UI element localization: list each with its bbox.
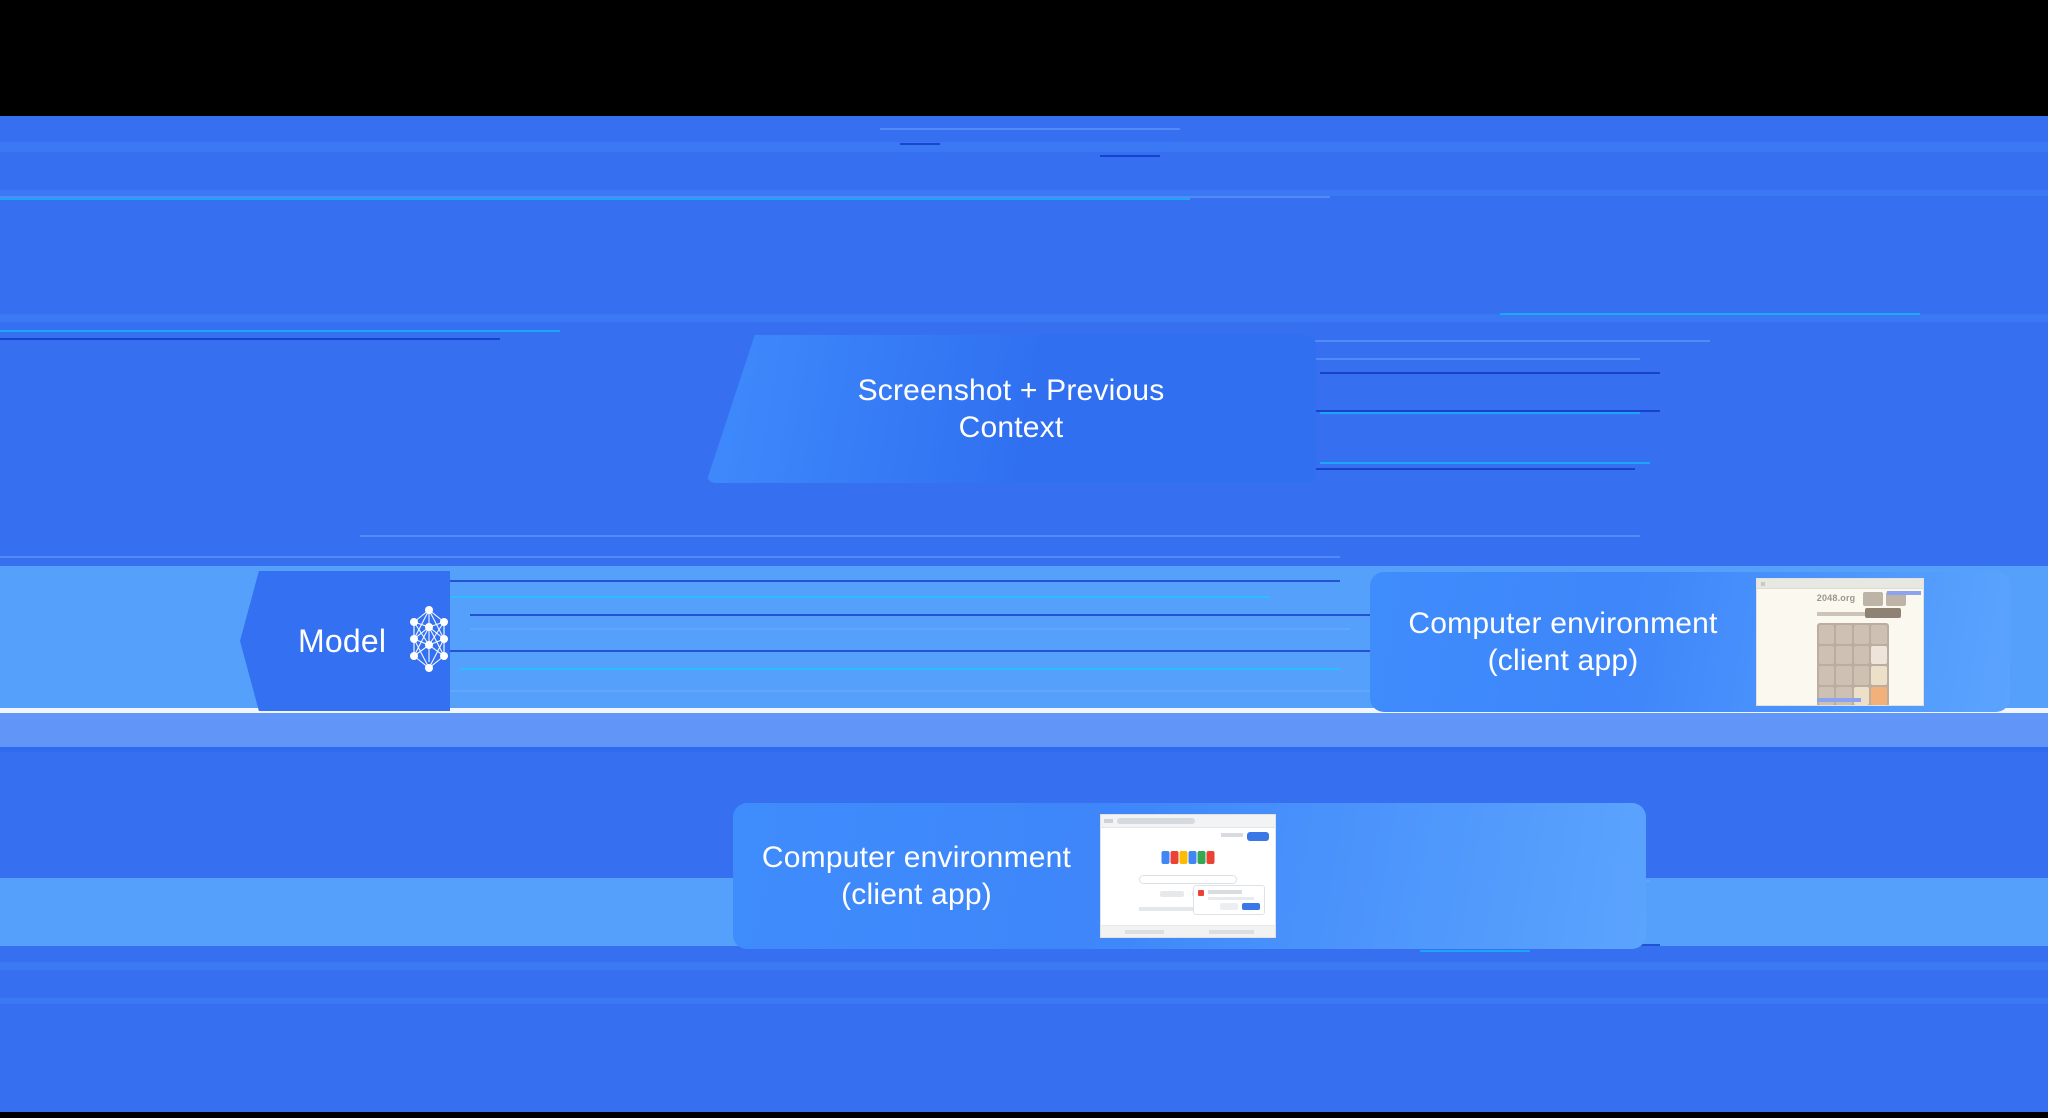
bg-band	[0, 190, 2048, 196]
scanline-artifact	[880, 128, 1180, 130]
screenshot-context-label: Screenshot + Previous Context	[857, 373, 1165, 445]
scanline-artifact	[900, 143, 940, 145]
scanline-artifact	[1300, 410, 1660, 412]
bg-band	[0, 998, 2048, 1004]
scanline-artifact	[0, 198, 1190, 200]
score-boxes	[1863, 592, 1907, 606]
ghost-label-input	[400, 305, 408, 336]
thumbnail-2048-game[interactable]: 2048.org	[1756, 578, 1924, 706]
bg-band	[0, 752, 2048, 766]
page-footer	[1101, 925, 1275, 937]
dialog-confirm-button[interactable]	[1242, 903, 1260, 910]
bg-band	[0, 142, 2048, 152]
scanline-artifact	[0, 338, 500, 340]
bg-band	[0, 116, 2048, 142]
scanline-artifact	[1255, 468, 1635, 470]
header-links	[1887, 591, 1921, 595]
sign-in-button[interactable]	[1247, 832, 1269, 841]
environment-card-top[interactable]: Computer environment (client app) 2048.o…	[1370, 572, 2010, 712]
scanline-artifact	[1420, 950, 1530, 952]
game-grid[interactable]	[1816, 623, 1889, 705]
scanline-artifact	[1500, 313, 1920, 315]
bg-band	[0, 152, 2048, 190]
scanline-artifact	[1320, 412, 1640, 414]
ghost-label-output	[1490, 305, 1498, 336]
bg-band	[0, 946, 2048, 962]
bg-band	[0, 1004, 2048, 1112]
scanline-artifact	[0, 556, 1340, 558]
model-node[interactable]: Model	[240, 571, 450, 711]
bottom-letterbox	[0, 1112, 2048, 1118]
environment-top-label: Computer environment (client app)	[1408, 606, 1718, 678]
scanline-artifact	[440, 596, 1270, 598]
dialog-card[interactable]	[1193, 885, 1265, 915]
ghost-label-bottom-left	[400, 925, 408, 956]
scanline-artifact	[440, 580, 1340, 582]
model-label: Model	[298, 622, 387, 659]
bg-band	[0, 314, 2048, 322]
scanline-artifact	[1310, 358, 1640, 360]
bg-band	[0, 713, 2048, 747]
bg-band	[0, 962, 2048, 970]
scanline-artifact	[470, 614, 1370, 616]
game-subtitle	[1816, 612, 1881, 616]
bg-band-white	[0, 708, 2048, 713]
neural-network-icon	[406, 605, 450, 678]
scanline-artifact	[1290, 340, 1710, 342]
browser-nav-buttons	[1104, 819, 1113, 823]
scanline-artifact	[1320, 462, 1650, 464]
dialog-cancel-button[interactable]	[1220, 903, 1238, 910]
page-note	[1139, 907, 1237, 911]
browser-chrome-bar	[1757, 579, 1923, 589]
environment-card-bottom[interactable]: Computer environment (client app)	[733, 803, 1646, 949]
new-game-button[interactable]	[1865, 608, 1902, 618]
ghost-label-top	[900, 132, 910, 171]
bg-band	[0, 196, 2048, 314]
top-letterbox	[0, 0, 2048, 116]
address-bar[interactable]	[1117, 818, 1195, 824]
dialog-body	[1208, 897, 1254, 900]
environment-bottom-label: Computer environment (client app)	[761, 840, 1072, 912]
game-title: 2048.org	[1816, 593, 1856, 603]
bg-band	[0, 970, 2048, 998]
google-logo	[1161, 851, 1215, 864]
screenshot-context-node[interactable]: Screenshot + Previous Context	[706, 335, 1316, 483]
scanline-artifact	[440, 690, 1370, 692]
dialog-icon	[1198, 890, 1204, 896]
header-links	[1221, 833, 1243, 837]
bg-band	[0, 747, 2048, 752]
scanline-artifact	[1320, 372, 1660, 374]
browser-tab-dot	[1761, 582, 1765, 586]
dialog-title	[1208, 890, 1242, 894]
thumbnail-google-search[interactable]	[1100, 814, 1276, 938]
scanline-artifact	[360, 535, 1640, 537]
search-input[interactable]	[1139, 875, 1237, 884]
bg-band	[0, 566, 2048, 574]
scanline-artifact	[460, 668, 1340, 670]
footer-link	[1816, 698, 1861, 702]
scanline-artifact	[0, 196, 1330, 198]
scanline-artifact	[470, 628, 1350, 630]
scanline-artifact	[0, 330, 560, 332]
scanline-artifact	[440, 650, 1370, 652]
scanline-artifact	[1100, 155, 1160, 157]
